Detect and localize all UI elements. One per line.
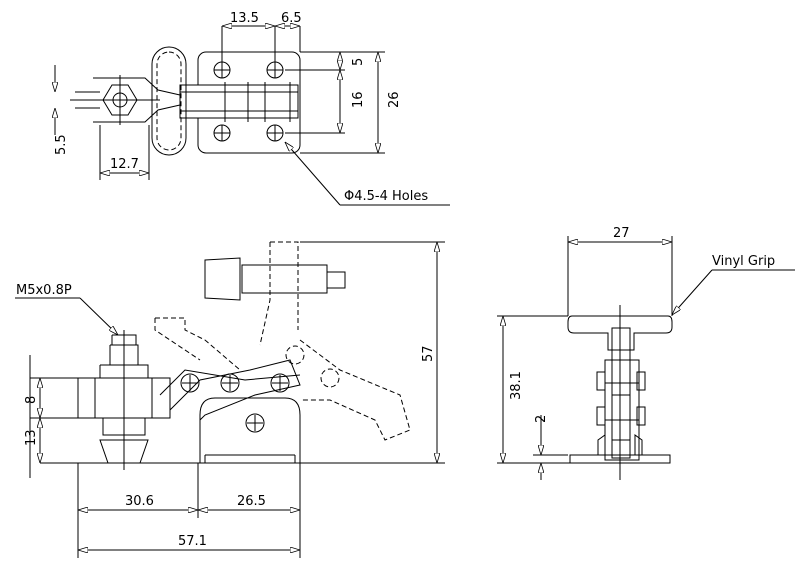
dim-total-height: 38.1 bbox=[509, 371, 524, 400]
dim-base-thickness: 2 bbox=[534, 415, 549, 423]
vinyl-grip bbox=[567, 315, 673, 351]
top-view: 13.5 6.5 5 16 26 5.5 12.7 Φ4.5-4 Holes bbox=[54, 11, 450, 206]
side-view: M5x0.8P 8 13 57 30.6 26.5 57.1 bbox=[15, 241, 445, 558]
dim-hole-edge-x: 6.5 bbox=[281, 11, 302, 26]
dim-hole-edge-y: 5 bbox=[351, 58, 366, 66]
dim-overall-length: 57.1 bbox=[178, 534, 207, 549]
grip-note: Vinyl Grip bbox=[712, 254, 775, 269]
spindle-assembly bbox=[241, 264, 328, 294]
dim-nut-height: 8 bbox=[24, 396, 39, 404]
dim-grip-width: 27 bbox=[613, 226, 630, 241]
dim-hole-spacing-x: 13.5 bbox=[230, 11, 259, 26]
holes-note: Φ4.5-4 Holes bbox=[344, 189, 428, 204]
dim-plate-height: 26 bbox=[387, 91, 402, 108]
thread-note: M5x0.8P bbox=[16, 283, 72, 298]
front-view: 27 Vinyl Grip 38.1 2 bbox=[497, 226, 795, 480]
handle-grip bbox=[151, 46, 187, 156]
spindle-tip bbox=[99, 439, 149, 464]
dim-height: 57 bbox=[421, 345, 436, 362]
dim-base: 26.5 bbox=[237, 494, 266, 509]
dim-nut-width: 12.7 bbox=[110, 157, 139, 172]
dim-spindle-height: 13 bbox=[24, 429, 39, 446]
dim-reach: 30.6 bbox=[125, 494, 154, 509]
dim-hole-spacing-y: 16 bbox=[351, 91, 366, 108]
dim-spindle-offset: 5.5 bbox=[54, 134, 69, 155]
